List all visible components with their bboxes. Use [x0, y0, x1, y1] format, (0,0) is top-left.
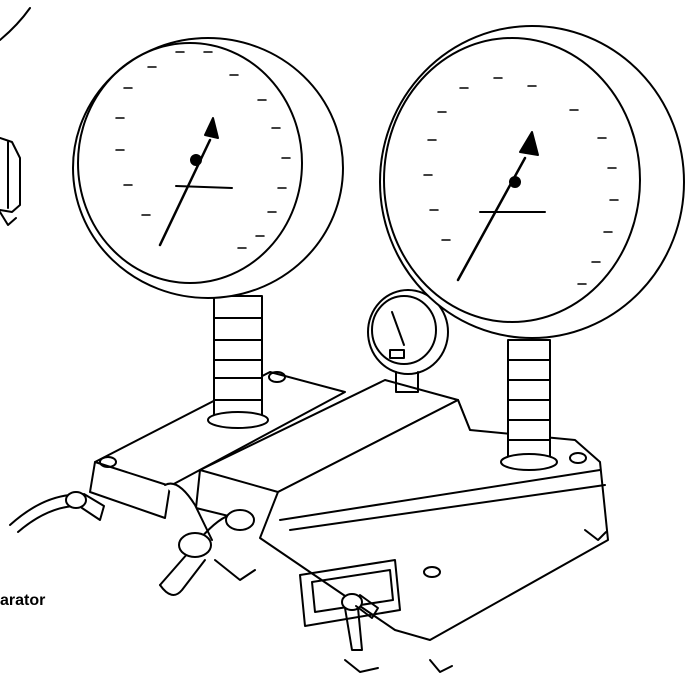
cropped-left-device — [0, 7, 31, 226]
right-large-gauge — [379, 25, 685, 339]
caption-text: arator — [0, 592, 46, 609]
front-handle — [341, 593, 379, 651]
right-gauge-tick-marks — [423, 77, 619, 285]
left-handle — [9, 491, 105, 533]
left-large-gauge — [72, 37, 344, 299]
small-pressure-gauge — [367, 289, 449, 393]
t-handwheel — [159, 482, 256, 596]
left-gauge-tick-marks — [115, 51, 291, 249]
left-gauge-fitting — [207, 295, 269, 429]
right-gauge-fitting — [500, 339, 558, 471]
